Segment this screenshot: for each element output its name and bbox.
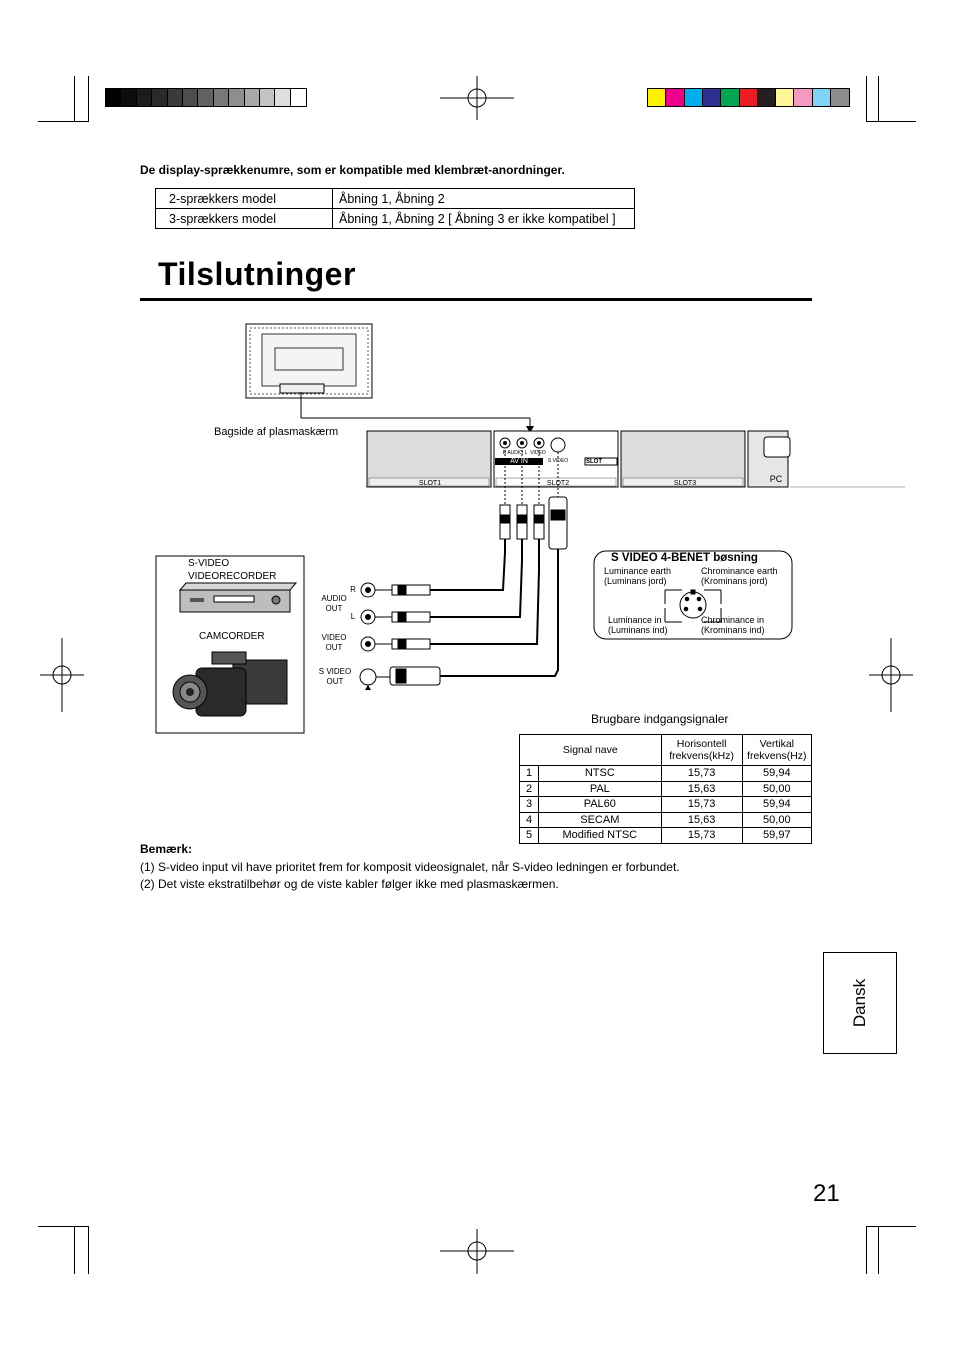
color-swatch — [120, 88, 138, 107]
audio-out-label: AUDIO OUT — [321, 594, 347, 613]
header-horizontal: Horisontell frekvens(kHz) — [660, 734, 743, 766]
signal-cell-name: NTSC — [538, 765, 662, 782]
signal-cell-h: 15,63 — [660, 780, 743, 797]
signal-cell-h: 15,73 — [660, 796, 743, 813]
color-swatch — [258, 88, 277, 107]
signal-cell-h: 15,63 — [660, 811, 743, 828]
signal-cell-h: 15,73 — [660, 827, 743, 844]
signal-cell-v: 50,00 — [741, 780, 813, 797]
rear-label: Bagside af plasmaskærm — [214, 426, 339, 438]
color-swatch — [720, 88, 741, 107]
slot-compatibility-table: 2-sprækkers model Åbning 1, Åbning 2 3-s… — [155, 188, 635, 229]
jack-r-label: R — [350, 585, 356, 594]
av-in-label: AV IN — [510, 458, 528, 465]
signal-cell-name: PAL60 — [538, 796, 662, 813]
table-header-row: Signal nave Horisontell frekvens(kHz) Ve… — [519, 734, 813, 766]
color-swatch — [811, 88, 833, 107]
language-tab-label: Dansk — [850, 978, 869, 1028]
svideo-label: S-VIDEO — [188, 558, 230, 569]
color-swatch — [212, 88, 231, 107]
slot1-label: SLOT1 — [418, 480, 442, 487]
signal-cell-v: 59,97 — [741, 827, 813, 844]
color-swatch — [243, 88, 262, 107]
svideo-box-title: S VIDEO 4-BENET bøsning — [611, 552, 758, 564]
signal-cell-no: 2 — [519, 780, 539, 797]
jack-l-label: L — [350, 612, 356, 621]
openings-cell: Åbning 1, Åbning 2 [ Åbning 3 er ikke ko… — [332, 208, 635, 229]
signals-caption: Brugbare indgangsignaler — [591, 712, 729, 726]
signal-cell-no: 1 — [519, 765, 539, 782]
color-swatch — [683, 88, 704, 107]
video-port-label: VIDEO — [530, 450, 546, 456]
color-swatch — [775, 88, 796, 107]
signals-table: Signal nave Horisontell frekvens(kHz) Ve… — [519, 734, 813, 844]
color-swatch — [135, 88, 154, 107]
luminance-in-label: Luminance in (Luminans ind) — [608, 615, 668, 635]
color-swatch — [181, 88, 200, 107]
signal-cell-name: Modified NTSC — [538, 827, 662, 844]
color-swatch — [665, 88, 686, 107]
table-row: 2-sprækkers model Åbning 1, Åbning 2 — [155, 188, 635, 209]
title-underline — [140, 298, 812, 301]
slot-badge: SLOT — [586, 459, 602, 465]
svideo-out-label: S VIDEO OUT — [318, 667, 352, 686]
color-swatch — [197, 88, 215, 107]
language-tab: Dansk — [823, 952, 897, 1054]
signal-cell-v: 50,00 — [741, 811, 813, 828]
color-swatch — [701, 88, 723, 107]
color-swatch — [166, 88, 185, 107]
camcorder-illustration — [172, 651, 288, 717]
color-swatch — [829, 88, 851, 107]
signal-cell-no: 5 — [519, 827, 539, 844]
signal-cell-v: 59,94 — [741, 765, 813, 782]
chrominance-in-label: Chrominance in (Krominans ind) — [701, 615, 765, 635]
page-title: Tilslutninger — [158, 256, 356, 292]
camcorder-label: CAMCORDER — [199, 631, 265, 642]
luminance-earth-label: Luminance earth (Luminans jord) — [604, 566, 672, 586]
color-swatch — [646, 88, 668, 107]
pc-label: PC — [769, 474, 783, 484]
slot3-label: SLOT3 — [673, 480, 697, 487]
header-vertical: Vertikal frekvens(Hz) — [741, 734, 813, 766]
signal-cell-name: SECAM — [538, 811, 662, 828]
signal-cell-no: 4 — [519, 811, 539, 828]
note-2: (2) Det viste ekstratilbehør og de viste… — [140, 877, 559, 891]
model-cell: 3-sprækkers model — [155, 208, 333, 229]
header-signal: Signal nave — [519, 734, 662, 766]
page-number: 21 — [813, 1180, 840, 1207]
signal-cell-name: PAL — [538, 780, 662, 797]
video-out-label: VIDEO OUT — [321, 633, 347, 652]
color-swatch — [738, 88, 759, 107]
slot-panel — [366, 430, 905, 488]
signal-cell-no: 3 — [519, 796, 539, 813]
videorecorder-illustration — [178, 582, 298, 613]
videorecorder-label: VIDEORECORDER — [188, 571, 277, 582]
note-1: (1) S-video input vil have prioritet fre… — [140, 860, 680, 874]
color-swatch — [289, 88, 308, 107]
color-swatch — [274, 88, 292, 107]
plasma-rear-illustration — [245, 323, 534, 433]
table-row: 3-sprækkers model Åbning 1, Åbning 2 [ Å… — [155, 208, 635, 229]
notes-heading: Bemærk: — [140, 842, 193, 856]
slot2-label: SLOT2 — [546, 480, 570, 487]
chrominance-earth-label: Chrominance earth (Krominans jord) — [701, 566, 778, 586]
intro-text: De display-sprækkenumre, som er kompatib… — [140, 163, 565, 177]
color-swatch — [793, 88, 814, 107]
audio-port-label: R AUDIO L — [502, 450, 528, 456]
svideo-port-label: S VIDEO — [547, 458, 569, 464]
signal-cell-v: 59,94 — [741, 796, 813, 813]
signal-cell-h: 15,73 — [660, 765, 743, 782]
color-swatch — [104, 88, 123, 107]
color-swatch — [228, 88, 246, 107]
color-swatch — [756, 88, 778, 107]
color-swatch — [151, 88, 169, 107]
